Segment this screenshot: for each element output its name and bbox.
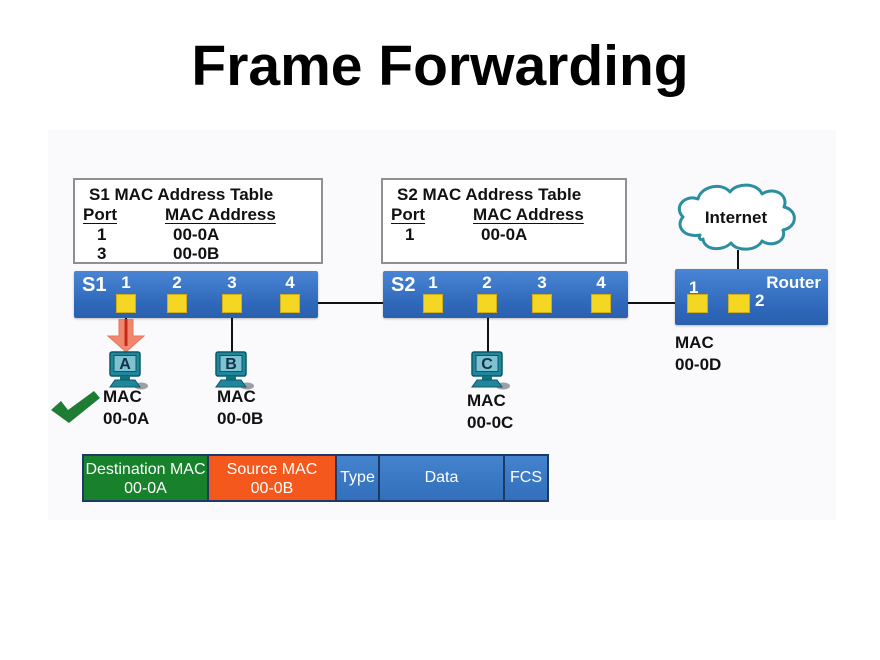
s2-port-4-number: 4 [596, 273, 606, 292]
s1-table-row2-mac: 00-0B [173, 244, 220, 263]
host-b-mac-word: MAC [217, 387, 256, 406]
s1-port-1-connector [116, 294, 136, 313]
host-a-icon: A [109, 351, 148, 390]
frame-data-label: Data [424, 469, 459, 486]
s2-table-mac-header: MAC Address [473, 205, 584, 224]
host-b-mac-label: MAC 00-0B [217, 386, 263, 430]
wire-s2-hostC [487, 313, 489, 353]
host-a-mac-value: 00-0A [103, 409, 150, 428]
switch-s1: S1 1 2 3 4 [74, 271, 318, 318]
s2-port-3-number: 3 [537, 273, 547, 292]
s1-port-3: 3 [219, 271, 245, 318]
frame-destination-value: 00-0A [124, 480, 167, 497]
s1-table-title: S1 MAC Address Table [89, 185, 274, 204]
diagram-panel: S1 MAC Address Table Port MAC Address 1 … [48, 130, 836, 520]
switch-s2: S2 1 2 3 4 [383, 271, 628, 318]
s1-port-2-connector [167, 294, 187, 313]
host-a-mac-word: MAC [103, 387, 142, 406]
frame-fcs-label: FCS [510, 469, 542, 486]
s2-port-4-connector [591, 294, 611, 313]
s1-port-3-connector [222, 294, 242, 313]
router-port-1-number: 1 [689, 278, 699, 297]
checkmark-icon [51, 391, 100, 423]
s1-port-4: 4 [277, 271, 303, 318]
host-a-letter: A [119, 356, 131, 373]
s2-port-3: 3 [529, 271, 555, 318]
wire-s2-router [611, 302, 689, 304]
host-b-mac-value: 00-0B [217, 409, 264, 428]
router-label: Router [766, 273, 821, 292]
s2-mac-address-table: S2 MAC Address Table Port MAC Address 1 … [381, 178, 627, 264]
host-c-mac-label: MAC 00-0C [467, 390, 513, 434]
s2-table-port-header: Port [391, 205, 425, 224]
s2-table-row1-mac: 00-0A [481, 225, 528, 244]
frame-source-value: 00-0B [250, 480, 294, 497]
router-port-2-number: 2 [755, 291, 765, 310]
s2-port-2-number: 2 [482, 273, 492, 292]
page-title: Frame Forwarding [191, 34, 689, 98]
s2-port-1: 1 [420, 271, 446, 318]
host-c-mac-word: MAC [467, 391, 506, 410]
host-b-icon: B [215, 351, 254, 390]
s2-table-row1-port: 1 [405, 225, 415, 244]
wire-s1-s2 [303, 302, 425, 304]
frame-field-source-mac: Source MAC 00-0B [207, 454, 337, 502]
frame-field-type: Type [335, 454, 380, 502]
s1-table-row1-mac: 00-0A [173, 225, 220, 244]
s1-port-3-number: 3 [227, 273, 237, 292]
host-c-mac-value: 00-0C [467, 413, 514, 432]
s1-table-row2-port: 3 [97, 244, 107, 263]
s1-port-1-number: 1 [121, 273, 131, 292]
s2-port-2-connector [477, 294, 497, 313]
host-c-letter: C [481, 356, 493, 373]
router-mac-value: 00-0D [675, 355, 722, 374]
s1-table-port-header: Port [83, 205, 117, 224]
router-port-2-connector [728, 294, 750, 313]
frame-source-label: Source MAC [226, 461, 318, 478]
s1-mac-address-table: S1 MAC Address Table Port MAC Address 1 … [73, 178, 323, 264]
s2-port-3-connector [532, 294, 552, 313]
switch-s2-label: S2 [391, 274, 416, 296]
router: Router 1 2 [675, 269, 828, 325]
switch-s1-label: S1 [82, 274, 107, 296]
s2-port-1-number: 1 [428, 273, 438, 292]
s2-port-2: 2 [474, 271, 500, 318]
host-a-mac-label: MAC 00-0A [103, 386, 149, 430]
s1-port-4-connector [280, 294, 300, 313]
wire-s1-hostB [231, 313, 233, 353]
frame-forward-arrow-icon [106, 319, 146, 353]
s1-port-1: 1 [113, 271, 139, 318]
s1-table-mac-header: MAC Address [165, 205, 276, 224]
router-mac-label: MAC 00-0D [675, 332, 721, 376]
router-port-1-connector [687, 294, 708, 313]
s2-table-title: S2 MAC Address Table [397, 185, 582, 204]
s1-port-4-number: 4 [285, 273, 295, 292]
s2-port-4: 4 [588, 271, 614, 318]
router-mac-word: MAC [675, 333, 714, 352]
internet-label: Internet [705, 208, 768, 227]
frame-field-data: Data [378, 454, 505, 502]
host-b-letter: B [225, 356, 237, 373]
s1-port-2-number: 2 [172, 273, 182, 292]
s1-port-2: 2 [164, 271, 190, 318]
s1-table-row1-port: 1 [97, 225, 107, 244]
s2-port-1-connector [423, 294, 443, 313]
frame-destination-label: Destination MAC [85, 461, 206, 478]
frame-field-fcs: FCS [503, 454, 549, 502]
internet-cloud-icon: Internet [677, 183, 796, 251]
host-c-icon: C [471, 351, 510, 390]
frame-type-label: Type [340, 469, 375, 486]
frame-field-destination-mac: Destination MAC 00-0A [82, 454, 209, 502]
